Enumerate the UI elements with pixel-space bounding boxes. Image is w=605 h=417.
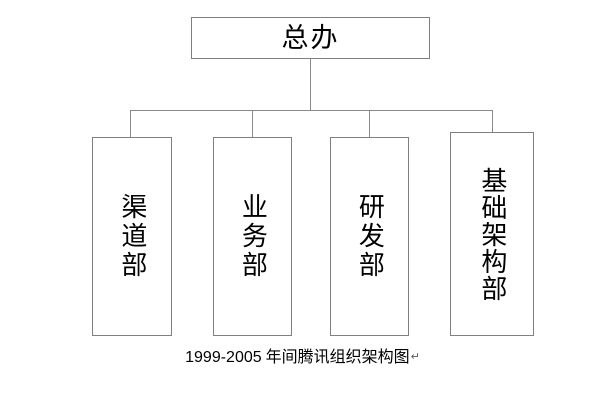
org-node-rnd-label: 研发部 (355, 193, 386, 280)
connector-drop-infra (492, 110, 493, 133)
org-node-channel[interactable]: 渠道部 (92, 137, 172, 336)
org-node-infra[interactable]: 基础架构部 (450, 132, 534, 336)
org-node-business[interactable]: 业务部 (213, 137, 292, 336)
org-node-rnd[interactable]: 研发部 (330, 137, 409, 336)
caption-year-range: 1999-2005 (185, 349, 262, 366)
paragraph-return-mark: ↵ (410, 351, 420, 363)
caption-title-text: 年间腾讯组织架构图 (265, 349, 410, 366)
connector-drop-business (252, 110, 253, 138)
org-node-infra-label: 基础架构部 (477, 166, 508, 302)
connector-drop-channel (130, 110, 131, 138)
org-node-root-label: 总办 (281, 22, 340, 53)
connector-horizontal-bus (130, 110, 493, 111)
connector-trunk-vertical (310, 59, 311, 111)
org-node-channel-label: 渠道部 (117, 193, 148, 280)
org-node-root[interactable]: 总办 (191, 17, 430, 59)
org-node-business-label: 业务部 (238, 193, 269, 280)
connector-drop-rnd (369, 110, 370, 138)
